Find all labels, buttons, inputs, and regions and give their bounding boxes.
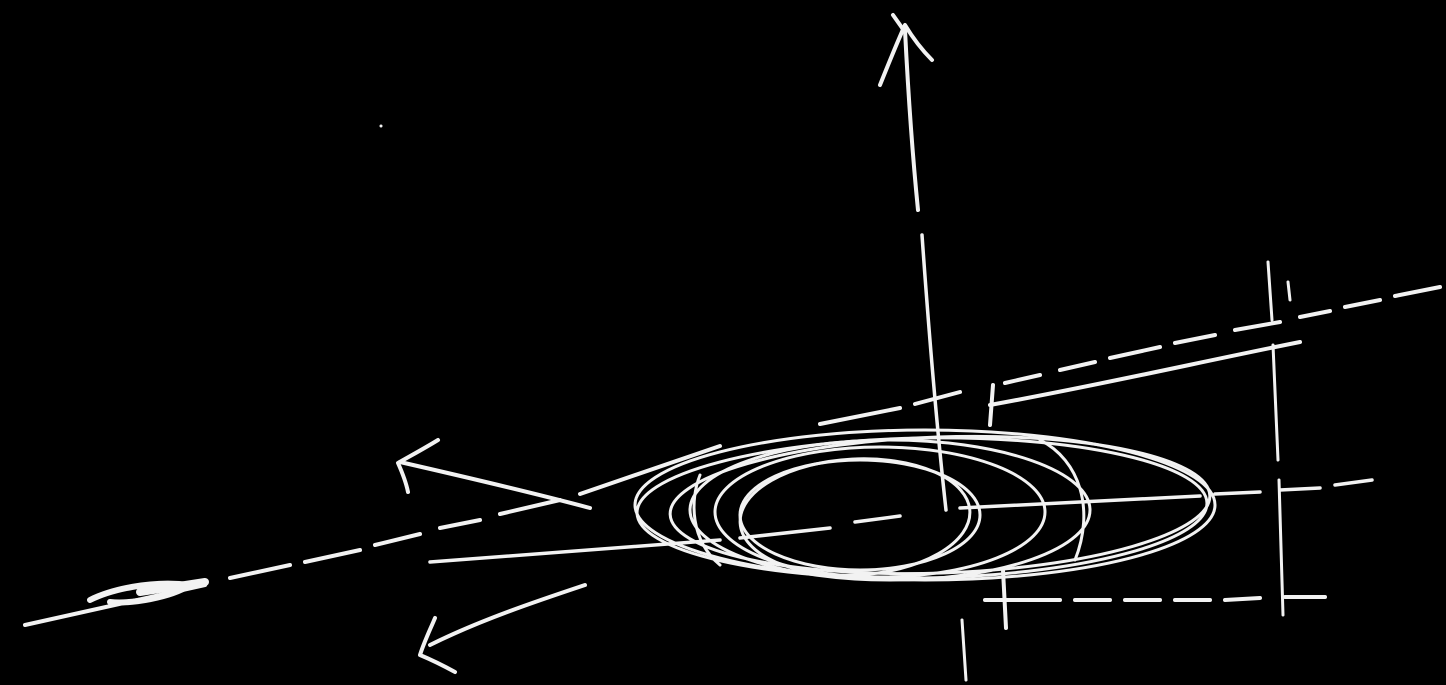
dashed-diagonal-axis — [25, 287, 1440, 625]
right-vertical-guide — [1268, 262, 1290, 615]
lower-vertical-stub — [962, 620, 966, 680]
lower-left-arrow — [420, 585, 585, 672]
nested-ellipses — [635, 428, 1215, 583]
upper-left-arrow — [398, 440, 590, 508]
horizontal-center-line — [430, 480, 1372, 562]
upper-offset-line — [990, 342, 1300, 425]
stray-dot — [380, 125, 383, 128]
left-end-scribble — [90, 582, 205, 602]
lower-offset-line — [985, 570, 1325, 628]
